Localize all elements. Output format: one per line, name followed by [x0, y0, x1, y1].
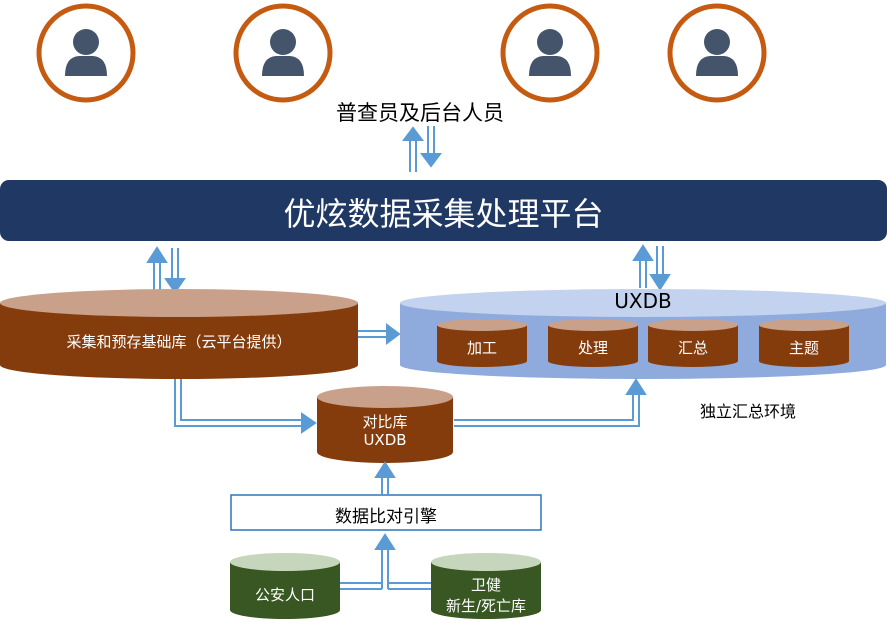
user-icon — [696, 29, 738, 76]
user-avatar-1 — [36, 3, 136, 103]
sources-engine-arrows — [340, 533, 431, 590]
police-database-cylinder — [230, 553, 340, 619]
engine-compare-arrow — [374, 461, 396, 494]
uxdb-env-label: 独立汇总环境 — [699, 402, 796, 421]
engine-label: 数据比对引擎 — [335, 507, 437, 527]
police-db-label: 公安人口 — [254, 586, 315, 604]
comparison-engine-box — [230, 494, 542, 531]
users-caption: 普查员及后台人员 — [336, 101, 504, 125]
module-jiagong-cylinder — [437, 319, 527, 367]
user-avatar-4 — [667, 3, 767, 103]
compare-uxdb-arrow — [454, 378, 647, 427]
compare-db-line1: 对比库 — [362, 413, 408, 431]
users-platform-arrows — [402, 126, 442, 172]
basic-database-cylinder — [0, 289, 358, 379]
module-chuli-cylinder — [548, 319, 638, 367]
basic-uxdb-arrow — [358, 323, 401, 345]
basic-compare-arrow — [174, 379, 317, 434]
health-db-line2: 新生/死亡库 — [445, 597, 527, 615]
module-label-huizong: 汇总 — [677, 339, 708, 357]
user-avatar-2 — [233, 3, 333, 103]
uxdb-title: UXDB — [614, 289, 672, 313]
module-zhuti-cylinder — [759, 319, 849, 367]
user-icon — [65, 29, 107, 76]
platform-bar — [0, 180, 887, 241]
user-icon — [529, 29, 571, 76]
module-label-jiagong: 加工 — [466, 339, 497, 357]
module-label-chuli: 处理 — [577, 339, 608, 357]
health-database-cylinder — [431, 553, 541, 619]
platform-basic-arrows — [146, 246, 186, 294]
user-avatar-3 — [500, 3, 600, 103]
user-icon — [262, 29, 304, 76]
basic-db-label: 采集和预存基础库（云平台提供） — [66, 333, 292, 351]
platform-uxdb-arrows — [632, 244, 671, 291]
compare-db-line2: UXDB — [363, 431, 407, 449]
platform-title: 优炫数据采集处理平台 — [283, 195, 604, 233]
health-db-line1: 卫健 — [470, 576, 501, 594]
compare-database-cylinder — [317, 386, 453, 463]
module-label-zhuti: 主题 — [788, 339, 819, 357]
uxdb-modules — [437, 319, 849, 367]
module-huizong-cylinder — [648, 319, 738, 367]
